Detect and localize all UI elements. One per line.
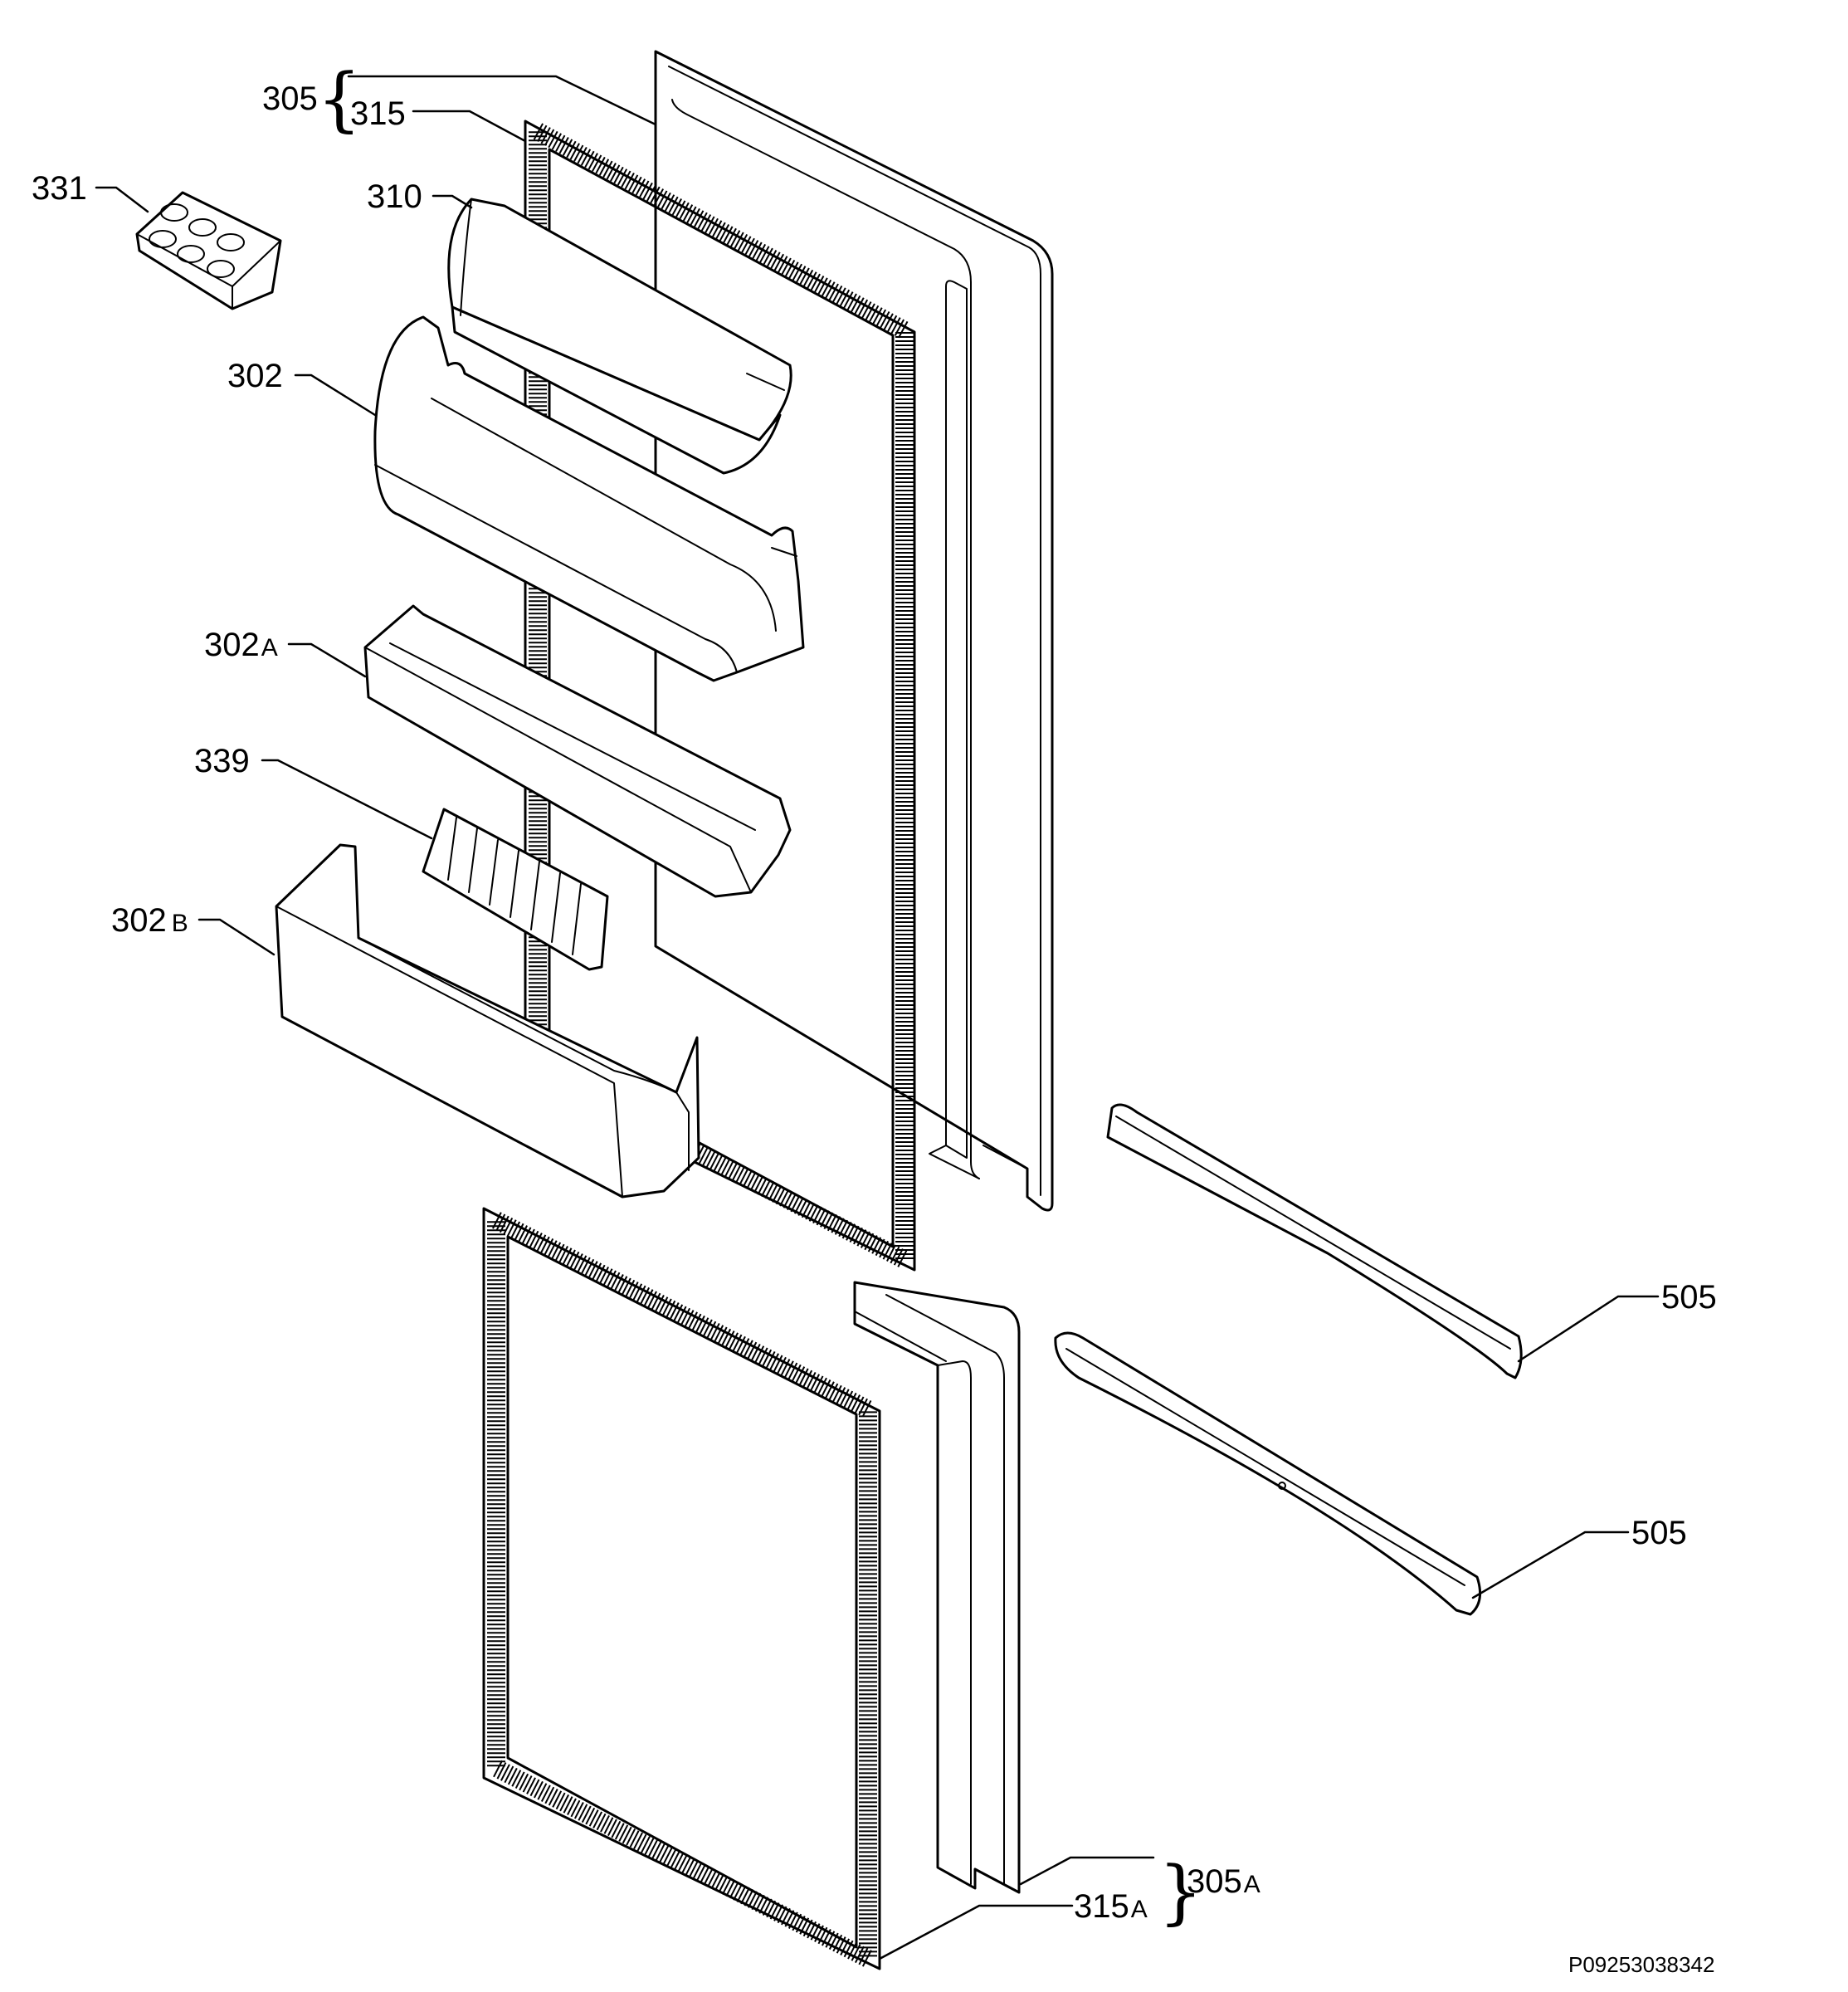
leader-331 (95, 186, 149, 213)
leader-505-upper (1517, 1295, 1660, 1363)
callout-505-upper: 505 (1661, 1279, 1717, 1316)
bottle-retainer-339[interactable] (422, 808, 609, 971)
lower-door-305a[interactable] (853, 1281, 1021, 1894)
callout-315a: 315A (1074, 1888, 1148, 1925)
leader-lines (95, 75, 1660, 1960)
leader-302 (294, 374, 377, 417)
callout-315: 315 (350, 95, 406, 132)
callout-331: 331 (32, 170, 87, 207)
egg-tray-331[interactable] (135, 191, 282, 310)
leader-505-lower (1471, 1531, 1630, 1599)
callout-310: 310 (367, 178, 422, 215)
door-shelf-302[interactable] (373, 315, 805, 682)
leader-302a (287, 642, 367, 678)
upper-door-305[interactable] (654, 50, 1054, 1212)
callout-505-lower: 505 (1631, 1515, 1687, 1551)
callout-305: 305 (262, 81, 318, 117)
leader-315a (878, 1904, 1074, 1960)
leader-310 (432, 194, 473, 209)
document-id: P09253038342 (1568, 1952, 1714, 1977)
leader-302b (197, 918, 275, 956)
door-shelf-302b[interactable] (275, 843, 700, 1199)
callout-302: 302 (227, 358, 283, 394)
callout-302a: 302A (204, 627, 278, 663)
leader-305a (1019, 1856, 1155, 1886)
dairy-flap-310[interactable] (447, 198, 792, 475)
callout-305a: 305A (1187, 1863, 1260, 1900)
door-shelf-302a[interactable] (363, 604, 792, 898)
handle-505-upper[interactable] (1106, 1103, 1523, 1379)
leader-339 (261, 759, 433, 840)
leader-305 (347, 75, 657, 126)
callout-339: 339 (194, 743, 250, 779)
brace-lower: } (1158, 1851, 1202, 1932)
lower-gasket-315a[interactable] (482, 1207, 881, 1970)
handle-505-lower[interactable] (1054, 1331, 1482, 1616)
leader-315 (412, 110, 527, 143)
brace-upper: { (317, 58, 361, 139)
